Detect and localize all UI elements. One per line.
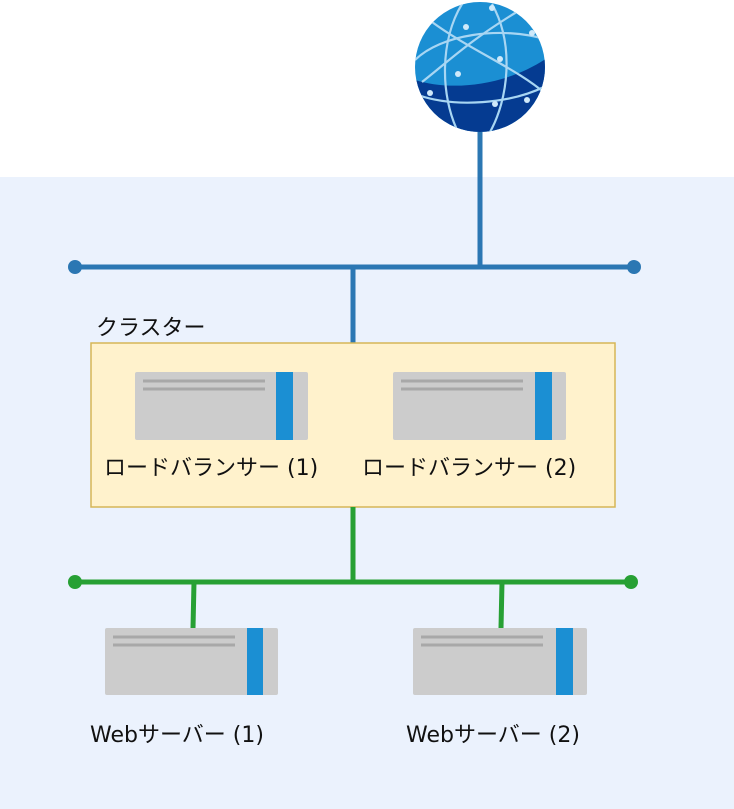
- web-server-2-link: [498, 581, 505, 629]
- web-server-1-label: Webサーバー (1): [90, 723, 264, 748]
- globe-icon: [415, 2, 545, 132]
- load-balancer-2-icon: [393, 372, 566, 440]
- bus-endpoint: [68, 575, 82, 589]
- load-balancer-1-icon: [135, 372, 308, 440]
- bus-endpoint: [627, 260, 641, 274]
- web-server-1-link: [190, 581, 197, 629]
- web-server-2-icon: [413, 628, 587, 695]
- bus-endpoint: [624, 575, 638, 589]
- load-balancer-1-label: ロードバランサー (1): [104, 456, 319, 481]
- lower-network-bus: [68, 575, 638, 589]
- web-server-1-icon: [105, 628, 278, 695]
- load-balancer-2-label: ロードバランサー (2): [362, 456, 577, 481]
- bus-endpoint: [68, 260, 82, 274]
- web-server-2-label: Webサーバー (2): [406, 723, 580, 748]
- cluster-label: クラスター: [96, 316, 206, 341]
